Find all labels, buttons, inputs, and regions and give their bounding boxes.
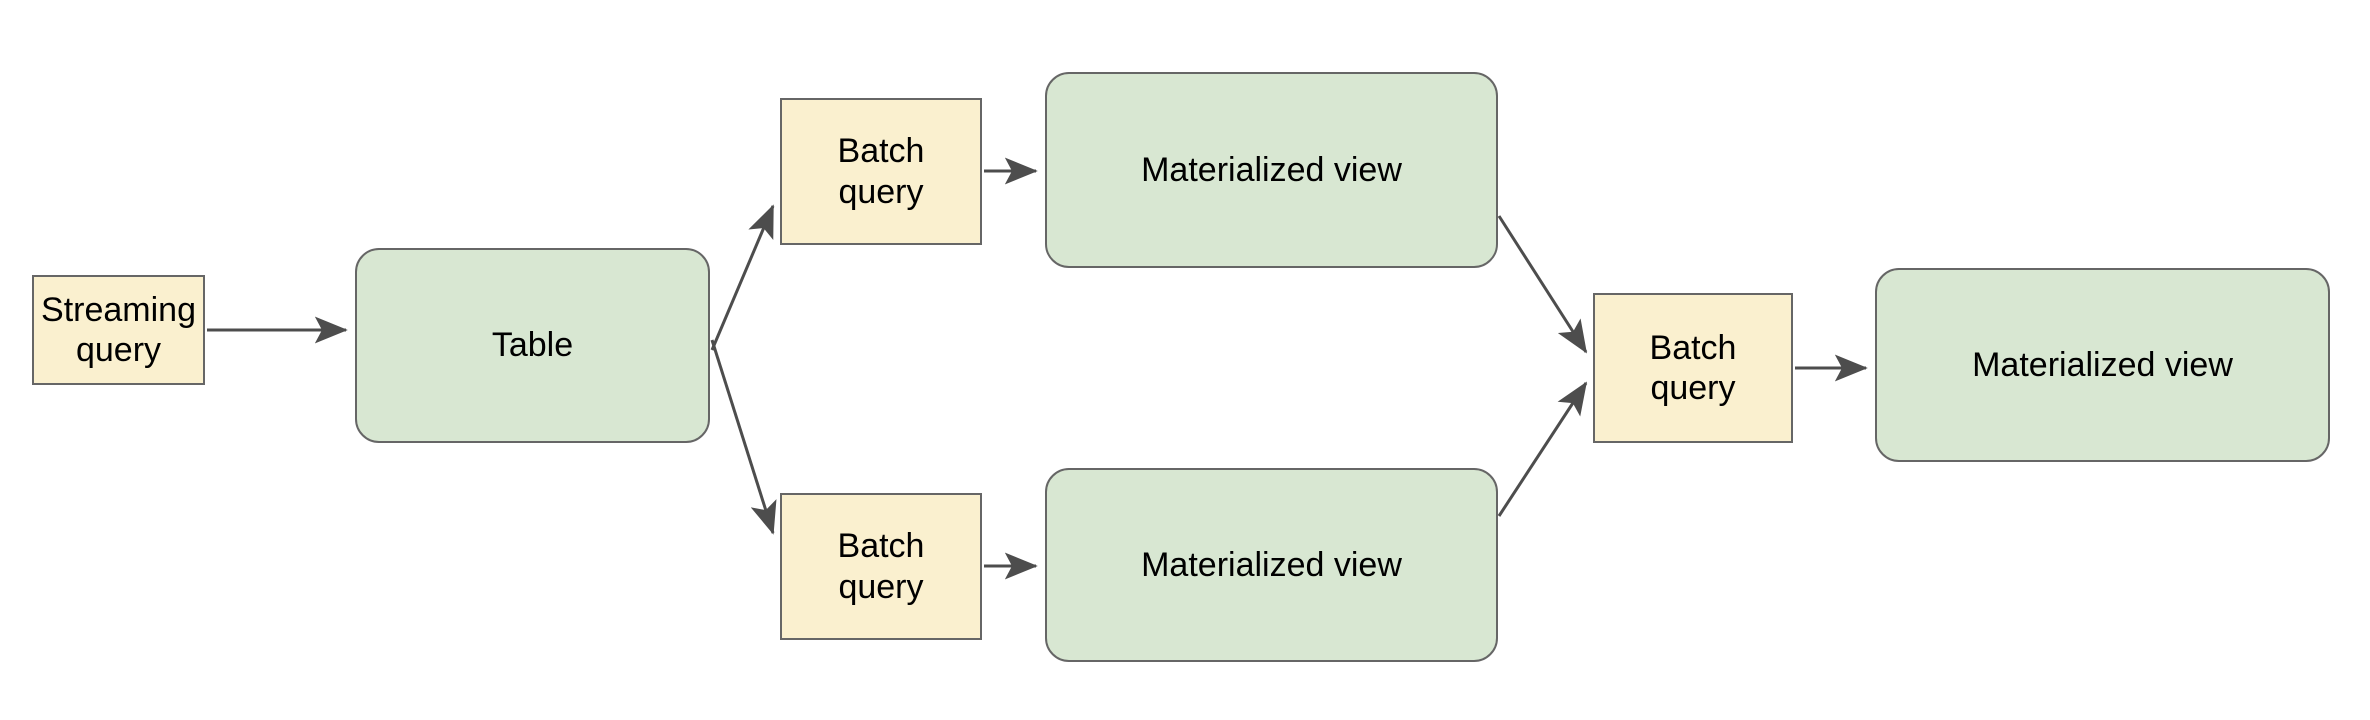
node-batch-query-top-label: Batch query [837, 132, 925, 211]
node-table[interactable]: Table [355, 248, 710, 443]
node-materialized-view-bottom[interactable]: Materialized view [1045, 468, 1498, 662]
node-materialized-view-final[interactable]: Materialized view [1875, 268, 2330, 462]
node-batch-query-top[interactable]: Batch query [780, 98, 982, 245]
node-materialized-view-bottom-label: Materialized view [1141, 545, 1402, 584]
node-streaming-query-label: Streaming query [41, 290, 196, 369]
node-batch-query-merge[interactable]: Batch query [1593, 293, 1793, 443]
node-materialized-view-final-label: Materialized view [1972, 345, 2233, 384]
node-batch-query-merge-label: Batch query [1649, 328, 1737, 407]
edge-table-to-batch-query-bottom [710, 339, 777, 535]
edge-materialized-view-bottom-to-batch-query-merge [1497, 381, 1588, 517]
node-materialized-view-top[interactable]: Materialized view [1045, 72, 1498, 268]
node-batch-query-bottom-label: Batch query [837, 527, 925, 606]
edge-materialized-view-top-to-batch-query-merge [1497, 215, 1588, 354]
node-batch-query-bottom[interactable]: Batch query [780, 493, 982, 640]
edge-table-to-batch-query-top [710, 204, 775, 351]
node-materialized-view-top-label: Materialized view [1141, 150, 1402, 189]
node-table-label: Table [491, 326, 574, 365]
node-streaming-query[interactable]: Streaming query [32, 275, 205, 385]
